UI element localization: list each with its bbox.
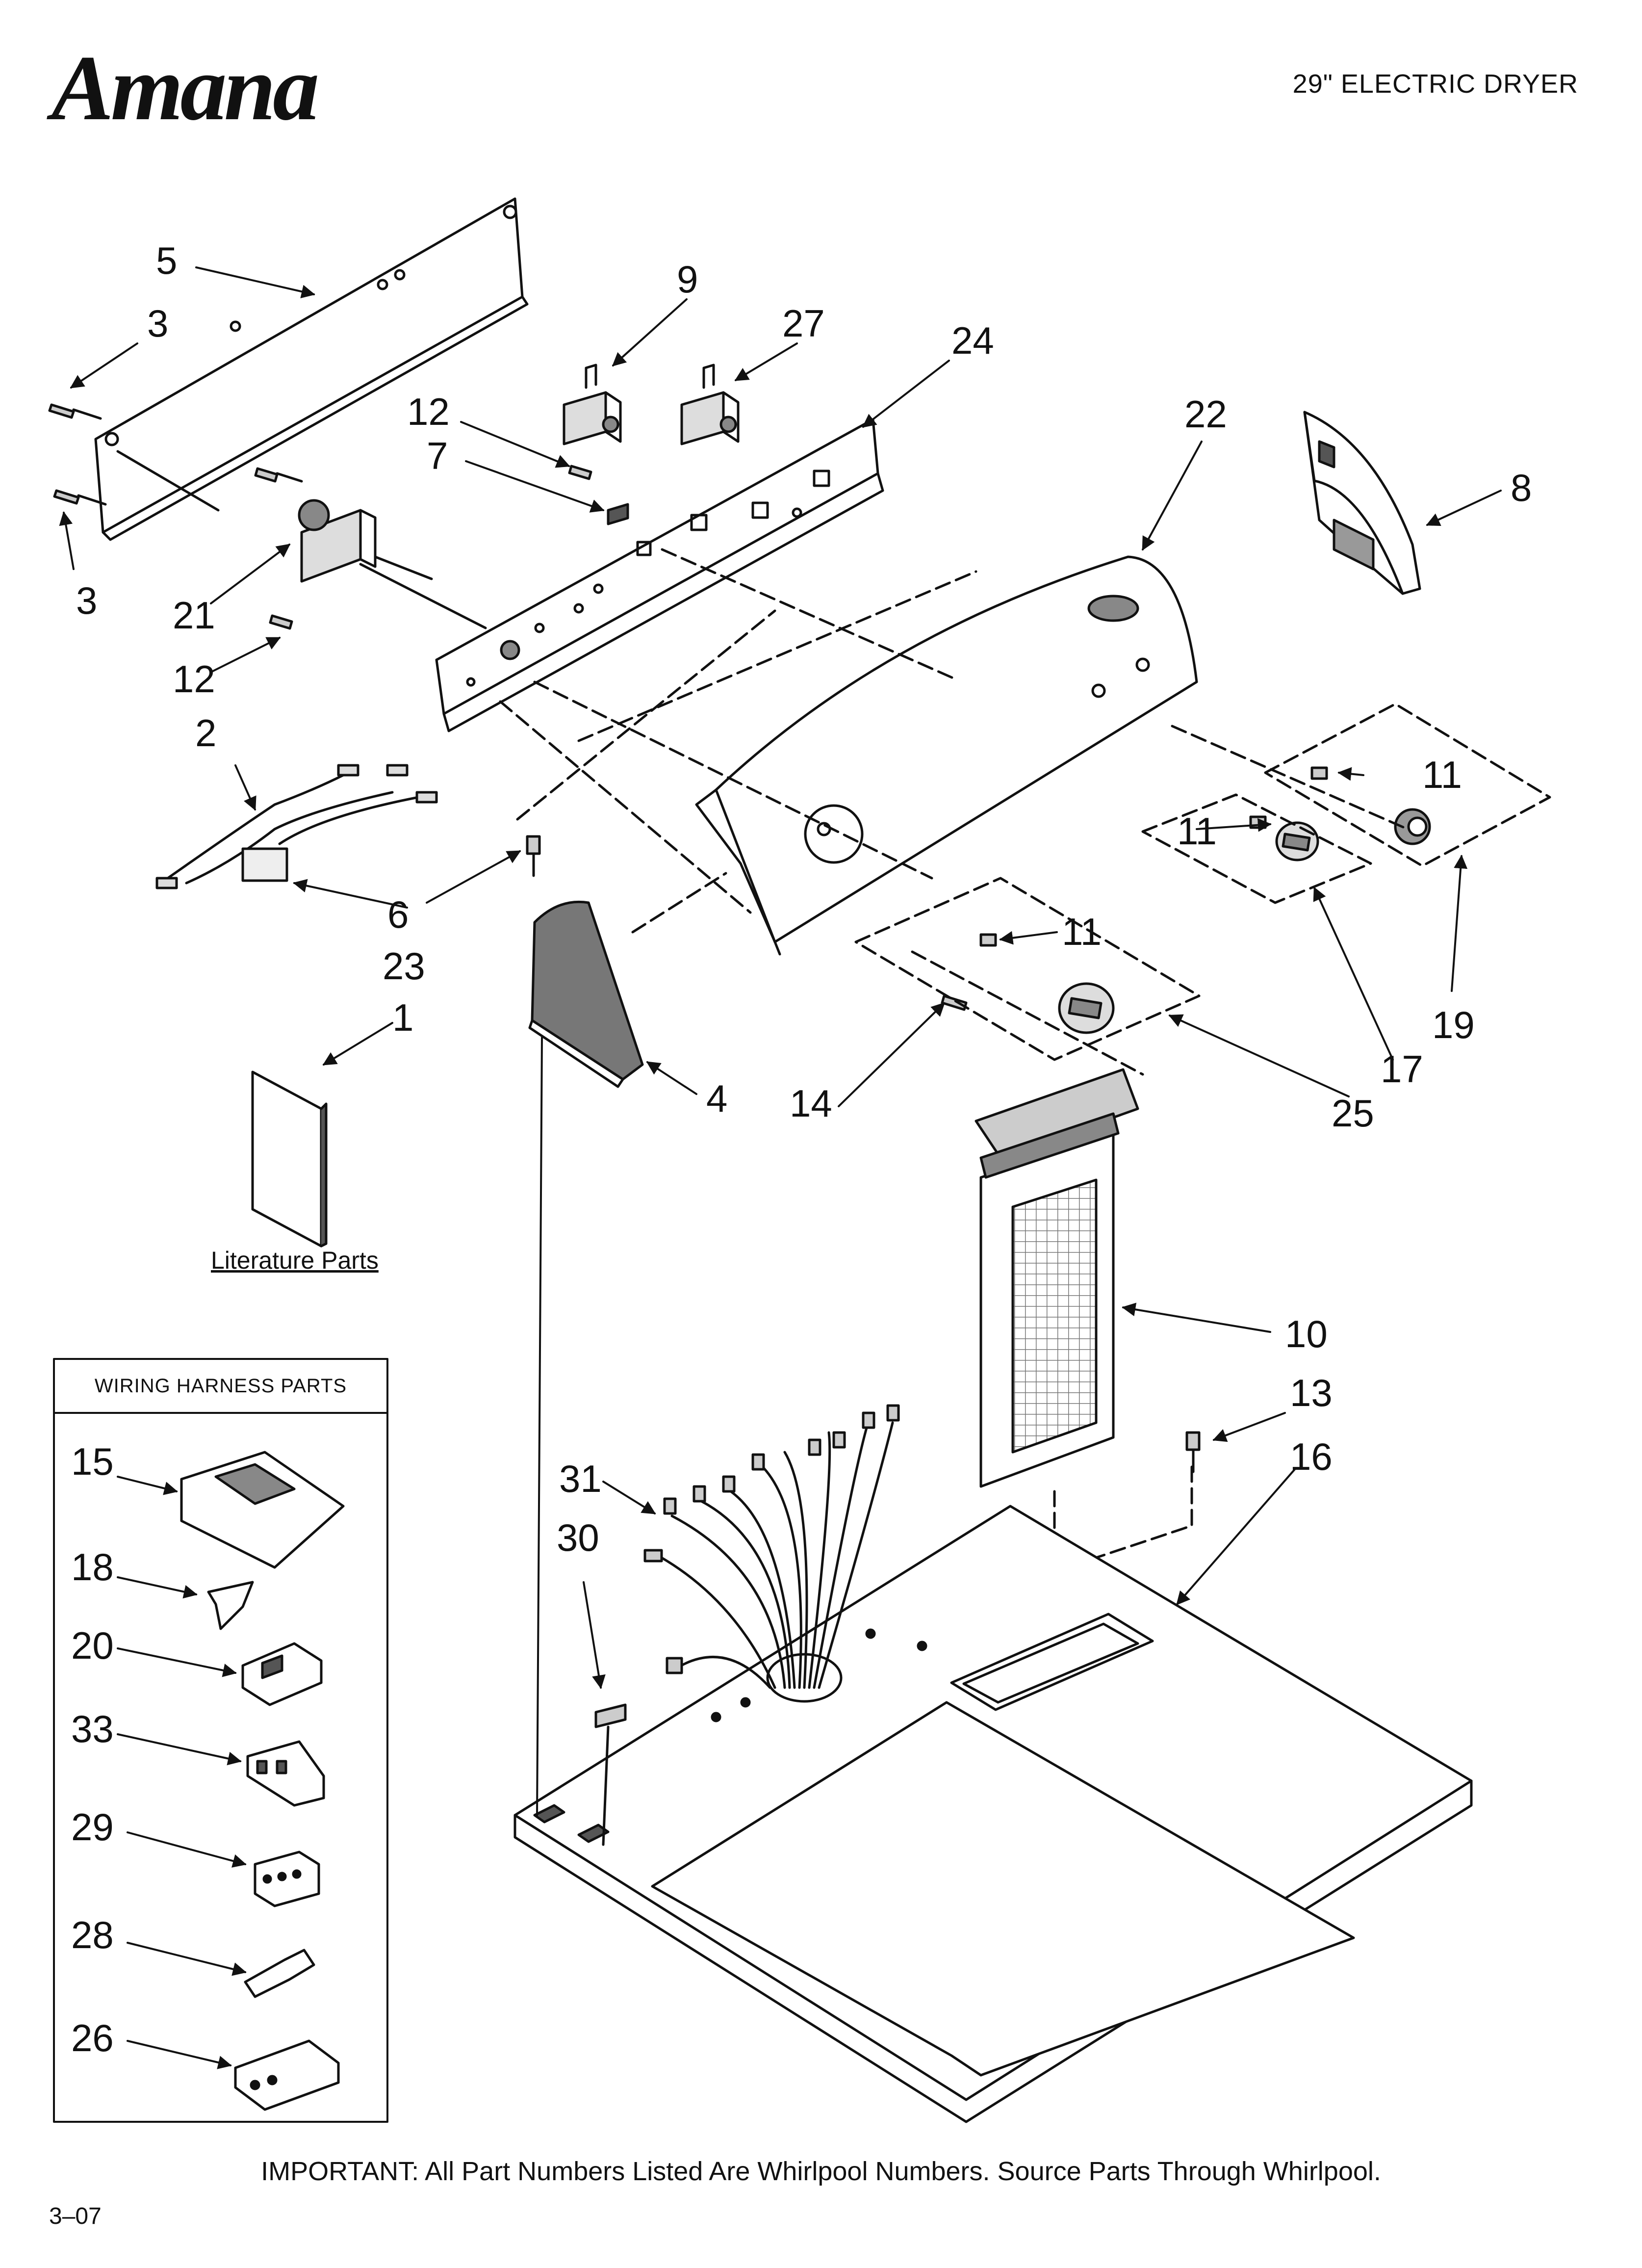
callout-11-left: 11 [1062, 910, 1102, 953]
screw-12-mid [568, 465, 592, 480]
callout-13: 13 [1290, 1371, 1333, 1414]
harness-label-18: 18 [71, 1545, 114, 1589]
model-title: 29" ELECTRIC DRYER [1292, 69, 1578, 99]
callout-8: 8 [1511, 466, 1532, 509]
harness-label-29: 29 [71, 1805, 114, 1849]
callout-11-middle: 11 [1177, 809, 1217, 853]
screw-14 [941, 994, 968, 1011]
harness-part-28 [244, 1949, 315, 1998]
harness-label-33: 33 [71, 1707, 114, 1750]
control-console [695, 555, 1198, 956]
wiring-harness-2 [155, 764, 438, 889]
screw-13 [1185, 1431, 1201, 1473]
logo: Amana [51, 37, 319, 140]
harness-part-33 [246, 1740, 325, 1807]
harness-part-26 [234, 2039, 340, 2111]
callout-2: 2 [195, 711, 217, 755]
knob-17 [1275, 821, 1319, 861]
harness-label-26: 26 [71, 2016, 114, 2059]
callout-1: 1 [392, 996, 414, 1039]
callout-11-right: 11 [1422, 753, 1462, 796]
callout-9: 9 [677, 258, 698, 301]
callout-19: 19 [1432, 1003, 1475, 1046]
callout-24: 24 [951, 319, 994, 362]
screw-12-bottom [269, 614, 293, 630]
lint-screen [975, 1068, 1139, 1488]
clip-11a [1310, 766, 1328, 780]
screw-3-bottom [53, 489, 107, 506]
harness-label-15: 15 [71, 1440, 114, 1483]
end-cap [1303, 411, 1421, 595]
callout-4: 4 [706, 1077, 728, 1120]
callout-16: 16 [1290, 1435, 1333, 1478]
clip-7 [607, 503, 629, 525]
callout-31: 31 [559, 1457, 602, 1500]
temperature-switch [680, 364, 740, 445]
console-bracket [435, 418, 884, 732]
callout-12-bottom: 12 [173, 657, 215, 701]
knob-timer [1058, 982, 1115, 1034]
console-end-cap-left [528, 900, 644, 1088]
literature-parts-label: Literature Parts [211, 1247, 379, 1274]
screw-6 [526, 835, 541, 877]
footer-notice: IMPORTANT: All Part Numbers Listed Are W… [261, 2157, 1381, 2186]
literature-booklet [251, 1070, 328, 1248]
callout-25: 25 [1332, 1092, 1374, 1135]
harness-part-29 [254, 1851, 320, 1907]
screw-12-top [254, 467, 303, 483]
push-to-start-switch [563, 364, 622, 445]
callout-10: 10 [1285, 1312, 1328, 1356]
timer [298, 499, 487, 629]
callout-3-top: 3 [147, 302, 169, 345]
callout-23: 23 [383, 944, 425, 988]
clip-30 [594, 1703, 627, 1846]
callout-22: 22 [1184, 392, 1227, 436]
callout-7: 7 [427, 434, 448, 477]
rear-bracket-plate [94, 197, 529, 541]
harness-label-28: 28 [71, 1913, 114, 1956]
harness-part-18 [207, 1581, 254, 1630]
knob-19 [1394, 808, 1431, 845]
callout-14: 14 [790, 1082, 832, 1125]
wiring-harness-title: WIRING HARNESS PARTS [94, 1375, 347, 1397]
callout-27: 27 [782, 302, 825, 345]
harness-part-15 [180, 1451, 345, 1569]
callout-3-bottom: 3 [76, 579, 98, 622]
callout-6: 6 [387, 893, 409, 936]
screw-3-top [48, 403, 102, 420]
callout-17: 17 [1381, 1047, 1423, 1091]
revision-date: 3–07 [49, 2203, 102, 2229]
callout-21: 21 [173, 594, 215, 637]
harness-label-20: 20 [71, 1624, 114, 1667]
wire-bundle-31 [643, 1404, 900, 1689]
callout-30: 30 [557, 1516, 599, 1559]
callout-12-top: 12 [407, 390, 450, 433]
callout-5: 5 [156, 239, 178, 282]
clip-11c [979, 933, 997, 947]
harness-part-20 [241, 1642, 323, 1706]
dryer-top-panel [513, 1505, 1473, 2123]
